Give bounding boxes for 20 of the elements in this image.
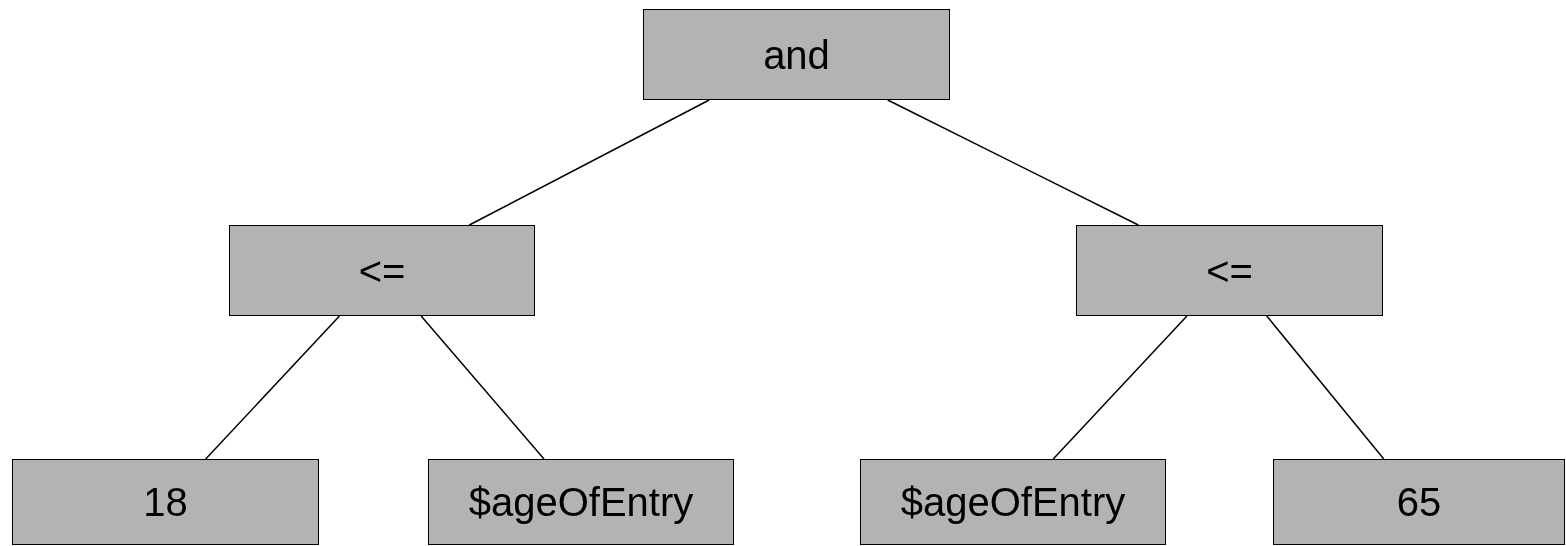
tree-node-box (860, 459, 1166, 545)
tree-connector-line (886, 99, 1140, 226)
tree-node-box (428, 459, 734, 545)
node-label: 65 (1396, 482, 1442, 522)
node-label: $ageOfEntry (468, 482, 694, 522)
node-label: and (763, 34, 830, 75)
tree-connector-line (468, 99, 710, 226)
tree-node-box (229, 225, 535, 316)
tree-connector-line (420, 315, 545, 460)
tree-node-box (643, 9, 950, 100)
node-label: $ageOfEntry (900, 482, 1126, 522)
tree-node-box (1076, 225, 1383, 316)
node-label: <= (1206, 250, 1253, 291)
node-label: <= (358, 250, 406, 291)
tree-connector-line (1052, 315, 1188, 460)
node-label: 18 (143, 482, 188, 522)
tree-connector-line (204, 315, 341, 460)
tree-node-box (12, 459, 319, 545)
tree-node-box (1273, 459, 1565, 545)
tree-connector-line (1266, 315, 1385, 460)
